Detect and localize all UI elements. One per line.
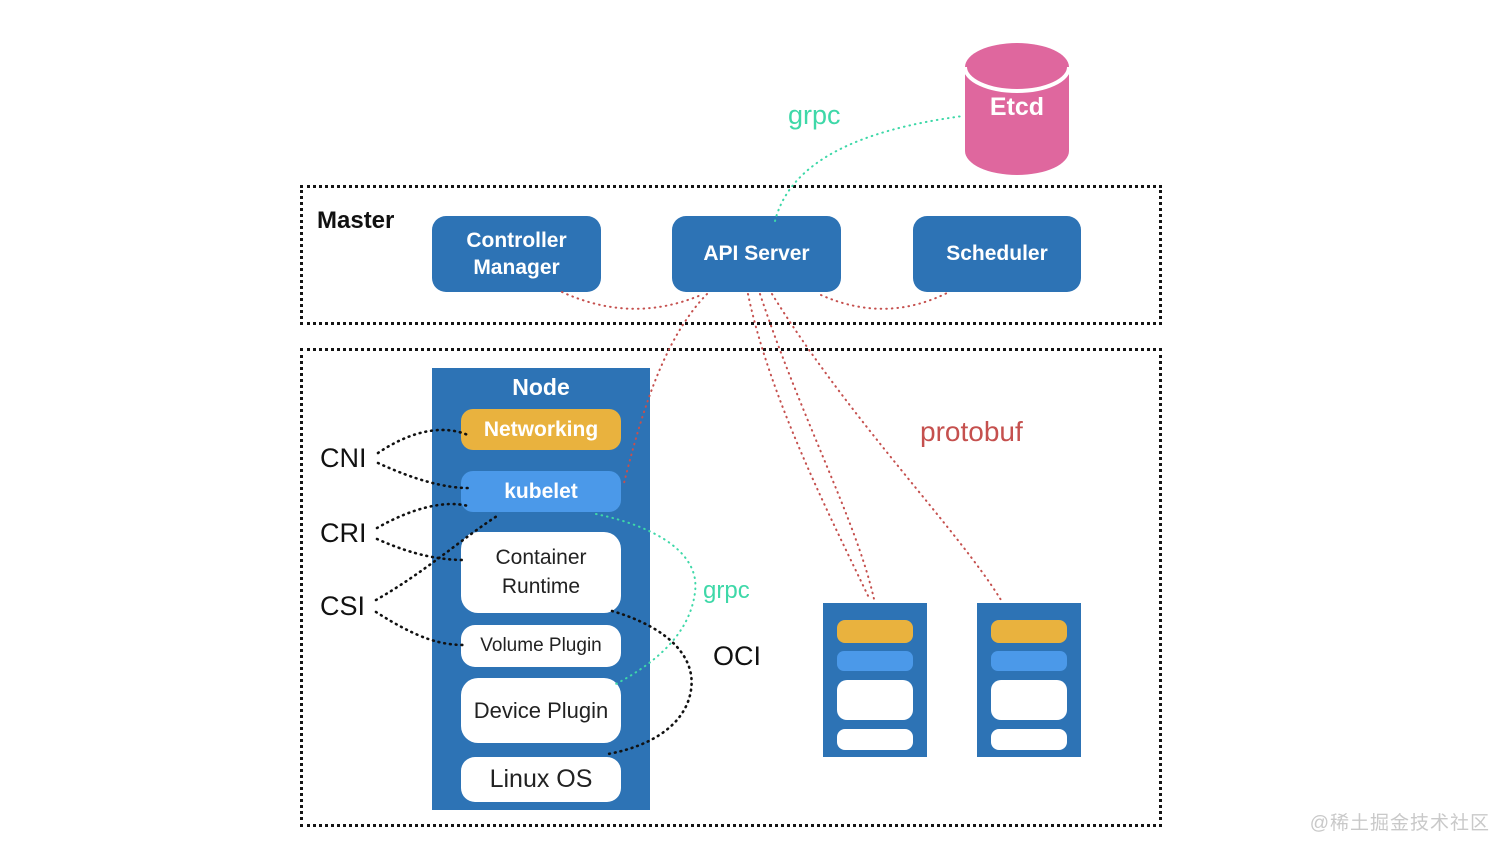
device-plugin-box: Device Plugin	[461, 678, 621, 743]
cylinder-shape	[963, 43, 1071, 175]
grpc-runtime-label: grpc	[703, 577, 750, 604]
pod-2	[977, 603, 1081, 757]
linux-os-box: Linux OS	[461, 757, 621, 802]
api-server-box: API Server	[672, 216, 841, 292]
container-runtime-box: Container Runtime	[461, 532, 621, 613]
pod-bar-white-small	[837, 729, 913, 750]
pod-bar-blue	[991, 651, 1067, 671]
watermark: @稀土掘金技术社区	[1309, 813, 1490, 834]
cni-label: CNI	[320, 443, 367, 473]
pod-bar-white-small	[991, 729, 1067, 750]
volume-plugin-box: Volume Plugin	[461, 625, 621, 667]
scheduler-box: Scheduler	[913, 216, 1081, 292]
pod-bar-white-large	[837, 680, 913, 720]
node-label: Node	[512, 374, 570, 400]
etcd-label: Etcd	[989, 93, 1045, 121]
csi-label: CSI	[320, 591, 366, 621]
pod-1	[823, 603, 927, 757]
master-container	[300, 185, 1162, 325]
pod-bar-white-large	[991, 680, 1067, 720]
etcd-database: Etcd	[963, 41, 1071, 179]
networking-box: Networking	[461, 409, 621, 450]
kubelet-box: kubelet	[461, 471, 621, 512]
cri-label: CRI	[320, 518, 367, 548]
controller-manager-box: Controller Manager	[432, 216, 601, 292]
pod-bar-blue	[837, 651, 913, 671]
cluster-container	[300, 348, 1162, 827]
master-label: Master	[317, 207, 395, 234]
protobuf-label: protobuf	[920, 416, 1023, 447]
pod-bar-orange	[991, 620, 1067, 643]
grpc-etcd-label: grpc	[788, 100, 841, 130]
oci-label: OCI	[713, 641, 762, 671]
pod-bar-orange	[837, 620, 913, 643]
